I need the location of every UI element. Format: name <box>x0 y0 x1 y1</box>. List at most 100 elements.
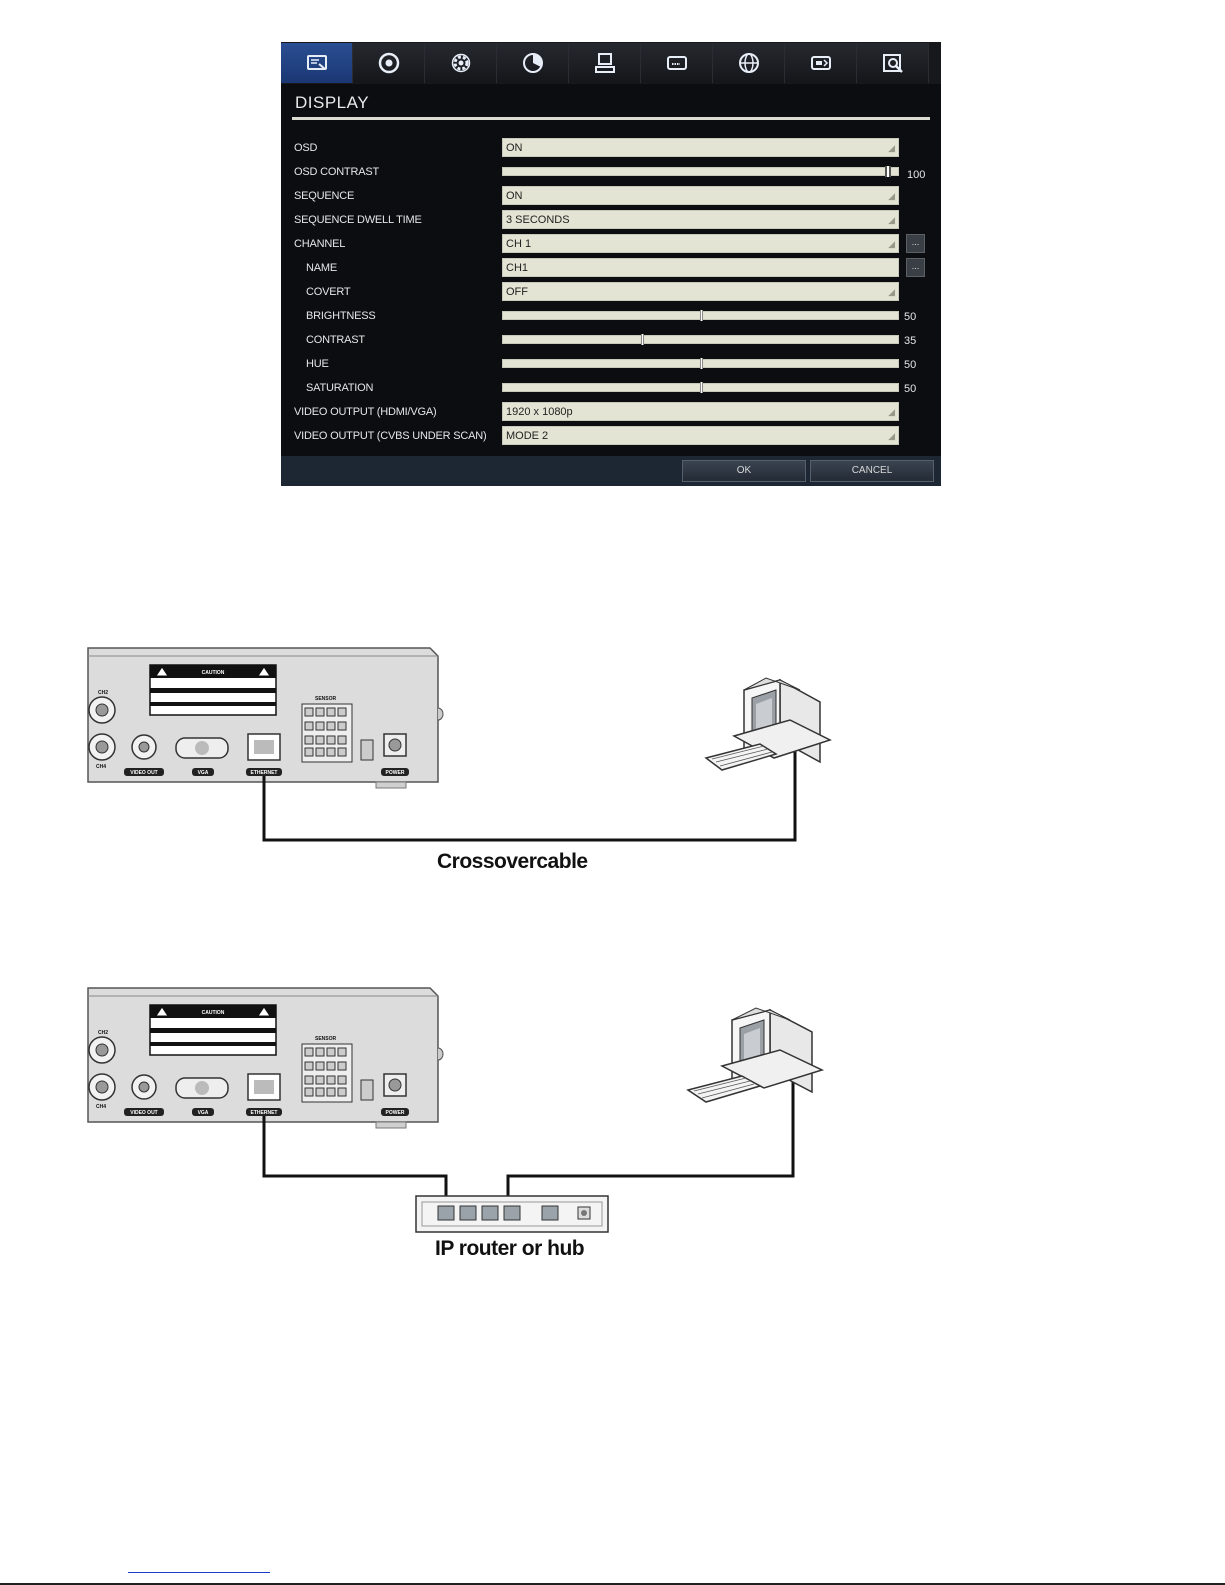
ok-button[interactable]: OK <box>682 460 806 482</box>
device-icon <box>810 56 831 70</box>
tab-storage[interactable] <box>641 43 713 83</box>
video-out-label: VIDEO OUT <box>130 770 158 776</box>
dvr-to-pc-illustration: CAUTION CH2 CH4 VIDEO OUT VGA ETHERNET S… <box>87 647 832 842</box>
tab-system[interactable] <box>785 43 857 83</box>
osd-row: OSD ON◢ <box>281 137 941 159</box>
display-icon <box>306 55 327 70</box>
video-output-cvbs-row: VIDEO OUTPUT (CVBS UNDER SCAN) MODE 2◢ <box>281 425 941 447</box>
ethernet-label: ETHERNET <box>251 770 278 776</box>
crossover-cable <box>262 750 797 842</box>
covert-value: OFF <box>506 286 528 298</box>
page-title: DISPLAY <box>295 93 370 112</box>
dvr-display-menu: DISPLAY OSD ON◢ OSD CONTRAST 100 SEQUENC… <box>281 42 941 486</box>
chevron-down-icon: ◢ <box>888 215 895 225</box>
covert-dropdown[interactable]: OFF ◢ <box>502 282 899 301</box>
event-icon <box>522 53 543 73</box>
video-output-hdmi-value: 1920 x 1080p <box>506 406 573 418</box>
video-output-cvbs-label: VIDEO OUTPUT (CVBS UNDER SCAN) <box>294 430 487 442</box>
name-edit-button[interactable]: ... <box>906 258 925 277</box>
tab-search[interactable] <box>857 43 929 83</box>
cancel-button[interactable]: CANCEL <box>810 460 934 482</box>
hue-row: HUE 50 <box>281 353 941 375</box>
slider-knob[interactable] <box>700 358 703 369</box>
dwell-time-value: 3 SECONDS <box>506 214 570 226</box>
vga-label: VGA <box>198 770 209 776</box>
brightness-row: BRIGHTNESS 50 <box>281 305 941 327</box>
brightness-slider[interactable] <box>502 310 899 321</box>
network-icon <box>738 53 759 73</box>
dvr-rear-panel: CAUTION CH2 CH4 VIDEO OUT VGA ETHERNET S… <box>87 647 444 789</box>
chevron-down-icon: ◢ <box>888 191 895 201</box>
dwell-time-dropdown[interactable]: 3 SECONDS ◢ <box>502 210 899 229</box>
dvr-router-pc-illustration: CAUTION CH2 CH4 VIDEO OUT VGA ETHERNET S… <box>87 987 825 1233</box>
name-value: CH1 <box>506 262 529 274</box>
tab-event[interactable] <box>497 43 569 83</box>
chevron-down-icon: ◢ <box>888 287 895 297</box>
computer-icon <box>704 677 832 771</box>
computer-icon <box>686 1007 825 1103</box>
contrast-row: CONTRAST 35 <box>281 329 941 351</box>
hue-label: HUE <box>306 358 329 370</box>
osd-label: OSD <box>294 142 318 154</box>
menu-tab-bar <box>281 42 941 84</box>
video-output-cvbs-value: MODE 2 <box>506 430 549 442</box>
chevron-down-icon: ◢ <box>888 239 895 249</box>
video-out-label: VIDEO OUT <box>130 1110 158 1116</box>
slider-knob[interactable] <box>641 334 644 345</box>
sequence-value: ON <box>506 190 523 202</box>
sequence-row: SEQUENCE ON◢ <box>281 185 941 207</box>
video-output-hdmi-row: VIDEO OUTPUT (HDMI/VGA) 1920 x 1080p◢ <box>281 401 941 423</box>
contrast-label: CONTRAST <box>306 334 365 346</box>
dwell-time-row: SEQUENCE DWELL TIME 3 SECONDS ◢ <box>281 209 941 231</box>
contrast-slider[interactable] <box>502 334 899 345</box>
ch4-label: CH4 <box>96 1104 106 1110</box>
osd-contrast-slider[interactable] <box>502 166 899 177</box>
slider-knob[interactable] <box>700 382 703 393</box>
channel-label: CHANNEL <box>294 238 346 250</box>
caution-text: CAUTION <box>202 1010 225 1016</box>
osd-dropdown[interactable]: ON◢ <box>502 138 899 157</box>
name-row: NAME CH1 ... <box>281 257 941 279</box>
caution-text: CAUTION <box>202 670 225 676</box>
saturation-slider[interactable] <box>502 382 899 393</box>
osd-contrast-value: 100 <box>907 169 926 181</box>
tab-display[interactable] <box>281 43 353 83</box>
saturation-value: 50 <box>904 383 917 395</box>
computer-icon <box>594 53 615 73</box>
covert-label: COVERT <box>306 286 351 298</box>
brightness-value: 50 <box>904 311 917 323</box>
tab-network[interactable] <box>713 43 785 83</box>
channel-dropdown[interactable]: CH 1◢ <box>502 234 899 253</box>
tab-record[interactable] <box>353 43 425 83</box>
brightness-label: BRIGHTNESS <box>306 310 376 322</box>
storage-icon <box>666 56 687 70</box>
channel-more-button[interactable]: ... <box>906 234 925 253</box>
saturation-row: SATURATION 50 <box>281 377 941 399</box>
vga-label: VGA <box>198 1110 209 1116</box>
slider-knob[interactable] <box>885 166 891 177</box>
menu-footer: OK CANCEL <box>281 456 941 486</box>
ch2-label: CH2 <box>98 690 108 696</box>
page-bottom-border <box>0 1583 1225 1585</box>
search-icon <box>882 54 903 73</box>
dvr-router-cable <box>262 1116 448 1206</box>
video-output-hdmi-dropdown[interactable]: 1920 x 1080p◢ <box>502 402 899 421</box>
router-caption: IP router or hub <box>435 1237 585 1260</box>
sequence-dropdown[interactable]: ON ◢ <box>502 186 899 205</box>
hue-value: 50 <box>904 359 917 371</box>
contrast-value: 35 <box>904 335 917 347</box>
osd-contrast-label: OSD CONTRAST <box>294 166 379 178</box>
video-output-cvbs-dropdown[interactable]: MODE 2◢ <box>502 426 899 445</box>
name-field[interactable]: CH1 <box>502 258 899 277</box>
name-label: NAME <box>306 262 337 274</box>
video-output-hdmi-label: VIDEO OUTPUT (HDMI/VGA) <box>294 406 437 418</box>
slider-knob[interactable] <box>700 310 703 321</box>
tab-device[interactable] <box>569 43 641 83</box>
hue-slider[interactable] <box>502 358 899 369</box>
dwell-time-label: SEQUENCE DWELL TIME <box>294 214 422 226</box>
router-diagram: CAUTION CH2 CH4 VIDEO OUT VGA ETHERNET S… <box>0 980 860 1280</box>
crossover-cable-caption: Crossovercable <box>437 850 588 873</box>
tab-settings[interactable] <box>425 43 497 83</box>
ethernet-label: ETHERNET <box>251 1110 278 1116</box>
power-label: POWER <box>386 770 405 776</box>
